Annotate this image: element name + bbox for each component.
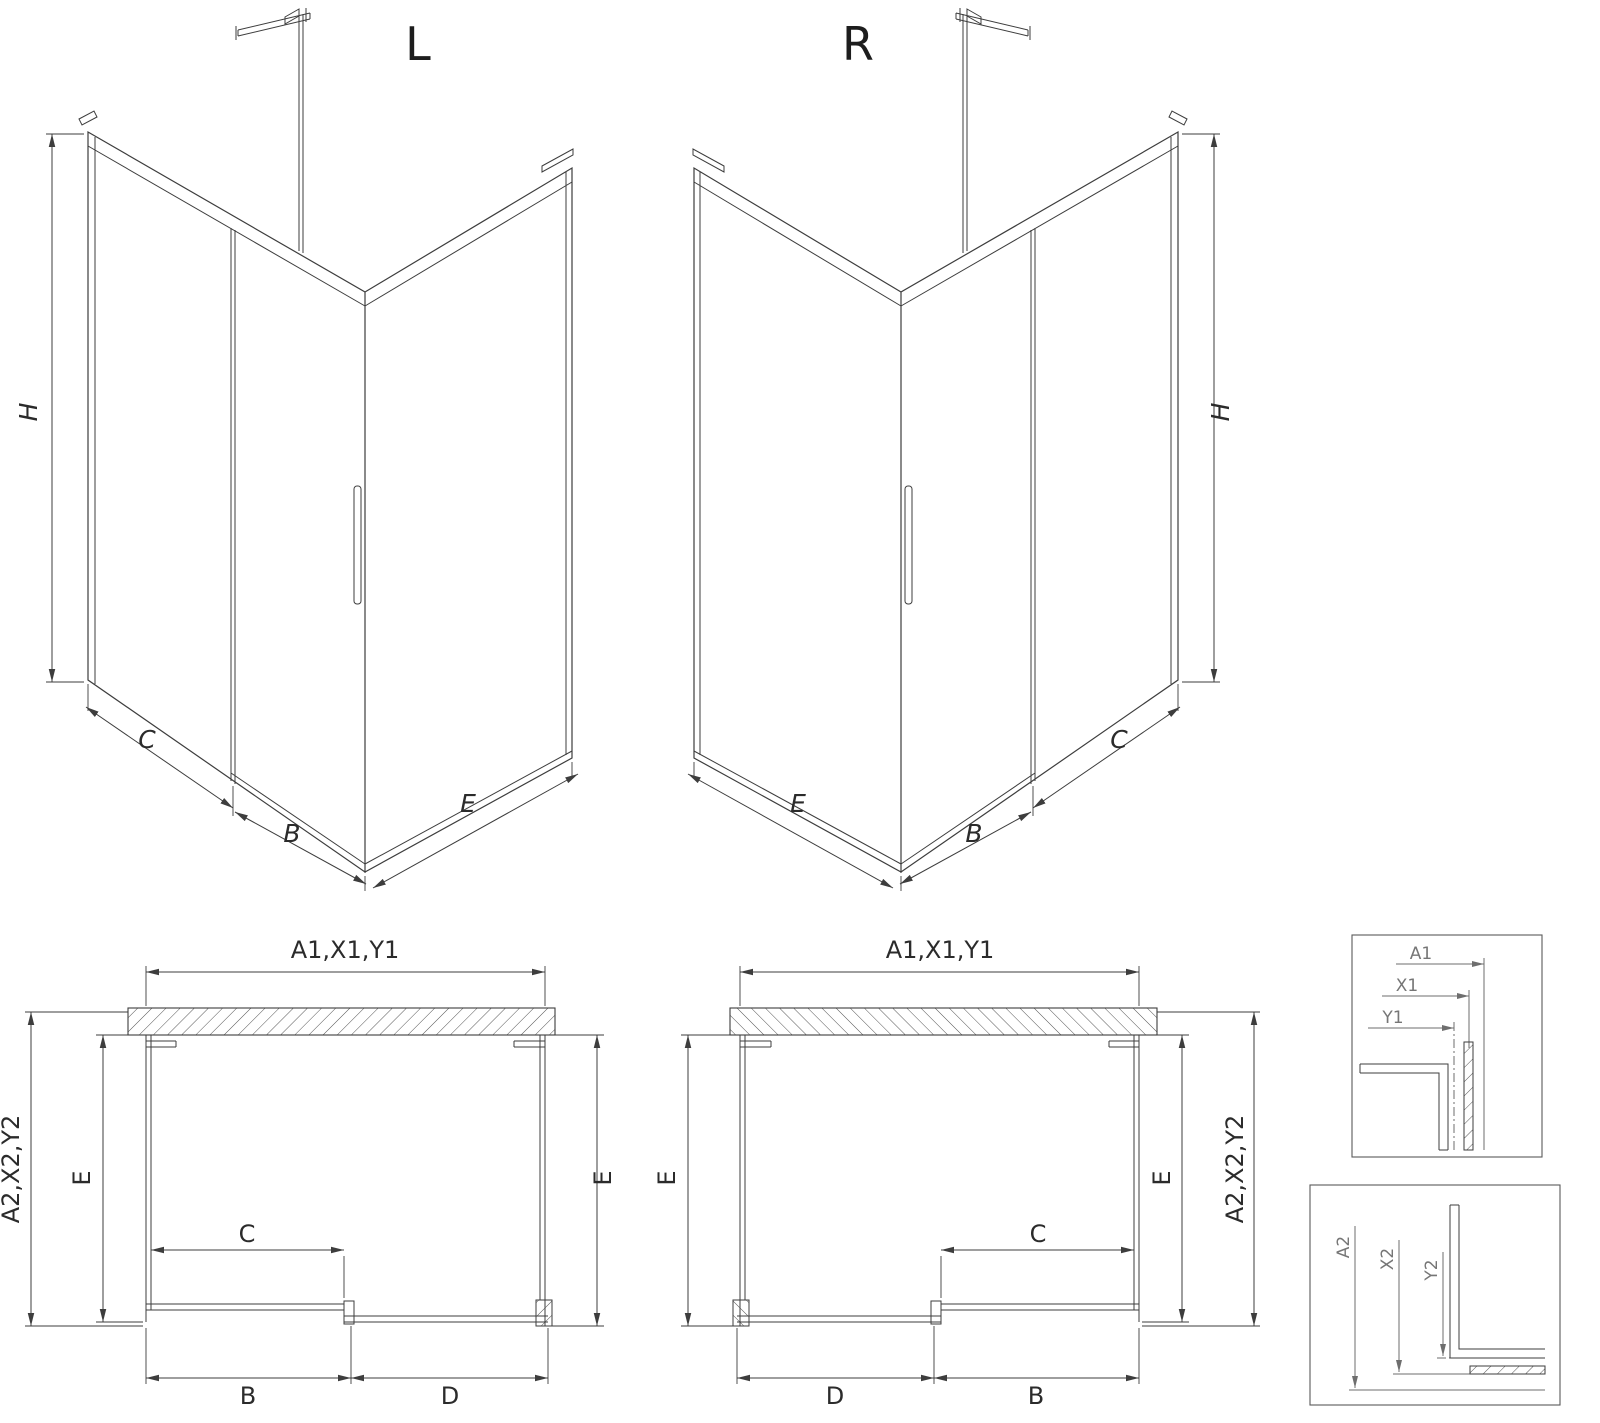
- detail-width-dimensions: [1368, 958, 1485, 1150]
- detail-dim-a1-label: A1: [1410, 944, 1432, 964]
- plan-right-dimensions: [681, 966, 1260, 1384]
- plan-right-dim-d-label: D: [826, 1382, 844, 1410]
- iso-right-dim-e-label: E: [790, 789, 806, 818]
- detail-box-width: A1 X1 Y1: [1351, 934, 1543, 1158]
- plan-view-right: A1,X1,Y1 E E A2,X2,Y2 C B D: [653, 936, 1260, 1410]
- iso-left-dim-h-label: H: [14, 402, 43, 421]
- glass-section-hatched: [1469, 1365, 1546, 1375]
- plan-right-dim-b-label: B: [1028, 1382, 1044, 1410]
- door-handle-right-icon: [904, 485, 913, 605]
- plan-left-dim-e-left-label: E: [68, 1170, 96, 1185]
- corner-profile-hatched: [535, 1299, 553, 1327]
- detail-dim-y2-label: Y2: [1422, 1259, 1442, 1281]
- plan-left-dim-b-label: B: [240, 1382, 256, 1410]
- detail-width-frame: [1351, 934, 1543, 1158]
- iso-left-structure: [78, 8, 574, 874]
- iso-right-structure: [687, 8, 1220, 891]
- iso-right-dimensions: [687, 133, 1220, 891]
- iso-left-dim-b-label: B: [283, 819, 300, 848]
- plan-right-structure: [681, 966, 1260, 1384]
- variant-label-right: R: [842, 17, 874, 71]
- glass-section-hatched: [1463, 1041, 1474, 1151]
- plan-left-dim-a2-label: A2,X2,Y2: [0, 1115, 25, 1224]
- plan-left-dim-c-label: C: [239, 1220, 256, 1248]
- detail-dim-x1-label: X1: [1396, 976, 1418, 996]
- detail-box-depth: A2 X2 Y2: [1309, 1184, 1561, 1406]
- iso-right-dim-c-label: C: [1110, 725, 1128, 754]
- iso-left-dim-c-label: C: [138, 725, 156, 754]
- plan-right-dim-e-left-label: E: [653, 1170, 681, 1185]
- iso-right-dim-b-label: B: [965, 819, 982, 848]
- iso-view-left: L H C B E: [14, 8, 579, 891]
- iso-left-dim-e-label: E: [460, 789, 476, 818]
- iso-right-dim-h-label: H: [1206, 402, 1235, 421]
- door-handle-left-icon: [353, 485, 362, 605]
- plan-right-dim-e-right-label: E: [1148, 1170, 1176, 1185]
- plan-left-dim-e-right-label: E: [589, 1170, 617, 1185]
- plan-left-dim-d-label: D: [441, 1382, 459, 1410]
- iso-left-dimensions: [46, 133, 579, 891]
- plan-left-dimensions: [25, 966, 604, 1384]
- detail-dim-a2-label: A2: [1334, 1236, 1354, 1258]
- detail-depth-profile: [1449, 1204, 1546, 1375]
- detail-width-profile: [1359, 1041, 1474, 1151]
- plan-right-dim-a1-label: A1,X1,Y1: [886, 936, 995, 964]
- wall-section-hatched: [127, 1007, 556, 1036]
- plan-left-structure: [127, 1007, 556, 1327]
- plan-right-dim-c-label: C: [1030, 1220, 1047, 1248]
- variant-label-left: L: [405, 17, 431, 71]
- iso-view-right: R H C B E: [687, 8, 1235, 891]
- plan-left-dim-a1-label: A1,X1,Y1: [291, 936, 400, 964]
- plan-view-left: A1,X1,Y1 E A2,X2,Y2 E C B D: [0, 936, 617, 1410]
- door-edge-profile: [343, 1300, 355, 1325]
- detail-depth-frame: [1309, 1184, 1561, 1406]
- detail-dim-y1-label: Y1: [1381, 1008, 1403, 1028]
- plan-right-dim-a2-label: A2,X2,Y2: [1221, 1115, 1249, 1224]
- detail-dim-x2-label: X2: [1378, 1248, 1398, 1270]
